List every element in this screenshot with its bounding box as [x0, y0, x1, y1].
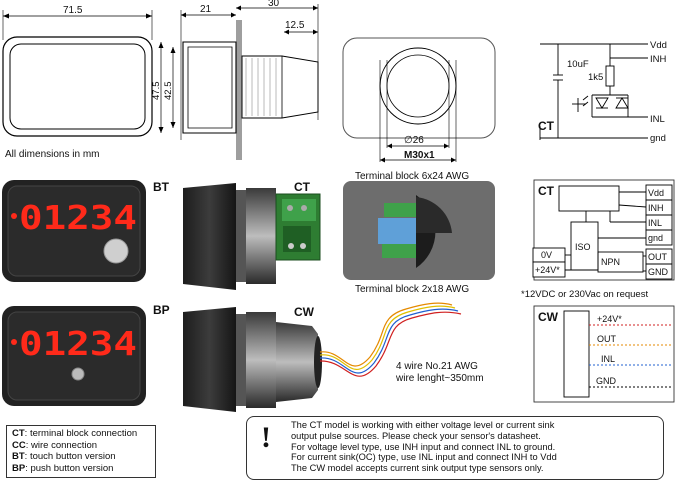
cw-pin-out: OUT	[597, 334, 617, 344]
cw-side-view	[183, 307, 322, 412]
ct-iso: ISO	[575, 242, 591, 252]
sch-inh: INH	[650, 54, 667, 65]
bt-display-value: 01234	[19, 198, 137, 237]
version-legend: CT: terminal block connection CC: wire c…	[6, 425, 156, 478]
ct-block-diagram	[532, 179, 675, 281]
warning-icon: !	[261, 421, 271, 454]
sch-cap: 10uF	[567, 59, 589, 70]
bt-display: 01234	[2, 180, 146, 282]
input-schematic	[539, 43, 648, 140]
dim-depth-total: 30	[268, 0, 280, 9]
legend-row: BT: touch button version	[12, 451, 116, 462]
sch-vdd: Vdd	[650, 40, 667, 51]
ct-pin-inl: INL	[648, 218, 662, 228]
sch-inl: INL	[650, 114, 665, 125]
push-button-icon	[71, 367, 85, 381]
ct-pin-gnd2: GND	[648, 267, 669, 277]
sch-res: 1k5	[588, 72, 603, 83]
cw-block-title: CW	[538, 310, 559, 324]
usage-note: ! The CT model is working with either vo…	[246, 416, 664, 480]
ct-block-title: CT	[538, 184, 555, 198]
sch-ct: CT	[538, 119, 555, 133]
cw-wire-bundle	[319, 302, 462, 377]
side-dimension-drawing: 21 30 12.5 47.5 42.5	[151, 0, 319, 160]
note-line: The CW model accepts current sink output…	[291, 463, 544, 474]
label-ct: CT	[294, 180, 311, 194]
ct-plus24: +24V*	[535, 265, 560, 275]
label-bp: BP	[153, 303, 170, 317]
sch-gnd: gnd	[650, 133, 666, 144]
dim-width: 71.5	[63, 5, 83, 16]
rear-view-drawing: ∅26 M30x1	[342, 37, 496, 163]
wire-label-2: wire lenght~350mm	[395, 373, 484, 384]
cw-pin-inl: INL	[601, 354, 615, 364]
wire-label-1: 4 wire No.21 AWG	[396, 361, 478, 372]
note-line: The CT model is working with either volt…	[291, 420, 555, 430]
ct-npn: NPN	[601, 257, 620, 267]
legend-row: BP: push button version	[12, 462, 114, 474]
cw-block-diagram	[533, 305, 675, 403]
dimension-caption: All dimensions in mm	[5, 149, 99, 160]
cw-terminal-label: Terminal block 2x18 AWG	[355, 284, 469, 295]
ct-terminal-label: Terminal block 6x24 AWG	[355, 171, 469, 182]
front-dimension-drawing: 71.5 All dimensions in mm	[2, 5, 153, 160]
bp-display: 01234	[2, 306, 146, 406]
note-line: output pulse sources. Please check your …	[291, 430, 541, 441]
note-line: For current sink(OC) type, use INL input…	[291, 452, 557, 463]
ct-pin-inh: INH	[648, 203, 664, 213]
supply-note: *12VDC or 230Vac on request	[521, 289, 648, 300]
dim-height-inner: 42.5	[163, 82, 174, 101]
label-cw: CW	[294, 305, 315, 319]
dim-height-outer: 47.5	[151, 82, 162, 101]
ct-terminal-view	[343, 181, 495, 280]
ct-pin-gnd: gnd	[648, 233, 663, 243]
legend-row: CC: wire connection	[12, 439, 98, 451]
cw-pin-gnd: GND	[596, 376, 617, 386]
label-bt: BT	[153, 180, 170, 194]
ct-pin-vdd: Vdd	[648, 188, 664, 198]
dim-thread: M30x1	[404, 150, 435, 161]
ct-pin-out: OUT	[648, 252, 668, 262]
ct-side-view	[183, 183, 321, 290]
dim-depth-collar: 12.5	[285, 20, 305, 31]
dim-depth-body: 21	[200, 4, 212, 15]
dim-diameter: ∅26	[404, 135, 424, 146]
bp-display-value: 01234	[19, 324, 137, 363]
note-line: For voltage level type, use INH input an…	[291, 441, 556, 452]
ct-zero-v: 0V	[541, 250, 552, 260]
touch-button-icon	[103, 238, 129, 264]
cw-pin-24v: +24V*	[597, 314, 622, 324]
legend-row: CT: terminal block connection	[12, 428, 138, 439]
